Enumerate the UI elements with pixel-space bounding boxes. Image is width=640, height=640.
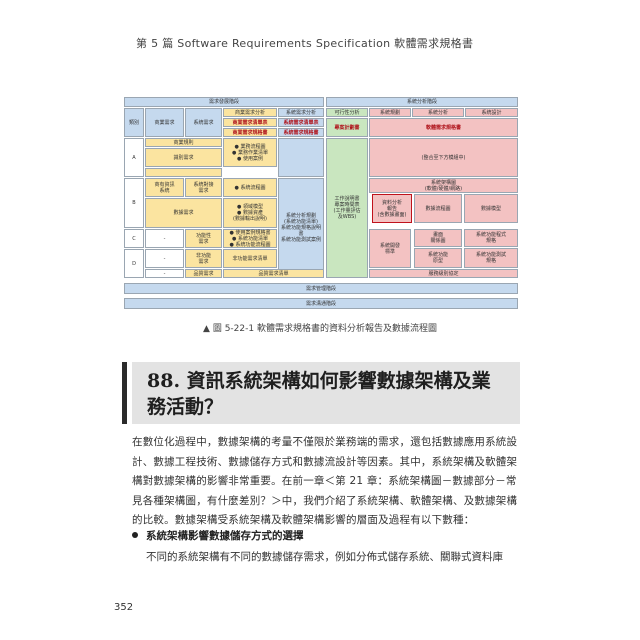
figure-cell: - — [145, 269, 184, 278]
figure-cell: ● 業務流程圖 ● 業務作業清單 ● 使用案例 — [223, 138, 277, 167]
figure-cell: 非功能需求清單 — [223, 249, 277, 268]
figure-cell — [278, 138, 324, 177]
figure-cell: 商有資訊 系統 — [145, 178, 184, 197]
figure-cell: 商業需求 — [145, 108, 184, 137]
figure-cell: ● 領域模型 ● 數據資產 (數據輸出說明) — [223, 198, 277, 228]
figure-cell: 商業規則 — [145, 138, 222, 147]
figure-cell: 畫面 關係圖 — [414, 229, 462, 247]
figure-cell: 非功能 需求 — [185, 249, 222, 268]
body-paragraph: 在數位化過程中，數據架構的考量不僅限於業務端的需求，還包括數據應用系統設計、數據… — [132, 436, 518, 526]
figure-cell: 系統需求 — [185, 108, 222, 137]
figure-cell — [145, 168, 222, 177]
figure-cell: 識別需求 — [145, 148, 222, 167]
figure-cell: 需求發展階段 — [124, 97, 324, 107]
figure-cell: (整合至下方模組中) — [369, 138, 518, 177]
figure-cell: ● 使用案例規格書 ● 系統功能清單 ● 系統功能流程圖 — [223, 229, 277, 248]
figure-cell: 系統分析 — [412, 108, 464, 117]
figure-cell: 系統需求分析 — [278, 108, 324, 117]
figure-cell: 需求管理階段 — [124, 283, 518, 294]
figure-cell: 系統功能 原型 — [414, 248, 462, 268]
figure-cell: 類別 — [124, 108, 144, 137]
figure-cell: 商業需求分析 — [223, 108, 277, 117]
figure-cell: 數據需求 — [145, 198, 222, 228]
figure-cell: 需求溝通階段 — [124, 298, 518, 309]
page-number: 352 — [114, 602, 134, 613]
figure-cell: 數據流程圖 — [414, 194, 462, 223]
figure-caption: ▲ 圖 5-22-1 軟體需求規格書的資料分析報告及數據流程圖 — [203, 324, 437, 334]
figure-cell: 系統功能程式 規格 — [464, 229, 518, 247]
figure-cell: 系統分析規劃 (系統功能清單) 系統功能規格說明書 系統功能測試案例 — [278, 178, 324, 278]
figure-cell: 品質需求清單 — [223, 269, 324, 278]
figure-cell: 系統開發 標準 — [369, 229, 411, 268]
figure-cell: 品質需求 — [185, 269, 222, 278]
figure-cell: B — [124, 178, 144, 228]
figure-cell: 商業需求清單表 — [223, 118, 277, 127]
figure-table: 需求發展階段系統分析階段類別商業需求系統需求商業需求分析系統需求分析可行性分析系… — [124, 97, 518, 311]
bullet-text: 系統架構影響數據儲存方式的選擇 — [146, 530, 304, 542]
figure-cell: 資料分析 報告 (含數據畫面) — [372, 194, 412, 223]
figure-cell: 工作說明書 專案時間表 (工作量評估 及WBS) — [326, 138, 368, 278]
figure-cell: 系統對接 需求 — [185, 178, 222, 197]
figure-cell: 功能性 需求 — [185, 229, 222, 248]
figure-cell: 可行性分析 — [326, 108, 368, 117]
figure-cell: 系統分析階段 — [326, 97, 518, 107]
figure-cell: 數據模型 — [464, 194, 518, 223]
figure-cell: 商業需求規格書 — [223, 128, 277, 137]
figure-cell: C — [124, 229, 144, 248]
figure-cell: 專案計劃書 — [326, 118, 368, 137]
bullet-dot-icon — [132, 532, 138, 538]
figure-cell: A — [124, 138, 144, 177]
figure-cell: 軟體需求規格書 — [369, 118, 518, 137]
figure-cell: 服務級別協定 — [369, 269, 518, 278]
question-bar — [122, 362, 127, 424]
figure-cell: 系統需求規格書 — [278, 128, 324, 137]
question-title: 88. 資訊系統架構如何影響數據架構及業務活動？ — [147, 370, 491, 418]
figure-cell: 系統需求清單表 — [278, 118, 324, 127]
figure-cell: 系統架構圖 (軟體/硬體/網路) — [369, 178, 518, 193]
figure-cell: - — [145, 229, 184, 248]
figure-cell: ● 系統流程圖 — [223, 178, 277, 197]
bullet-item: 系統架構影響數據儲存方式的選擇 — [132, 528, 304, 543]
figure-cell: 系統功能測試 規格 — [464, 248, 518, 268]
figure-cell: 系統設計 — [465, 108, 518, 117]
figure-cell: D — [124, 249, 144, 278]
figure-cell: - — [145, 249, 184, 268]
running-header: 第 5 篇 Software Requirements Specificatio… — [136, 37, 474, 50]
figure-cell: 系統規劃 — [369, 108, 411, 117]
bullet-subtext: 不同的系統架構有不同的數據儲存需求，例如分佈式儲存系統、關聯式資料庫 — [146, 551, 503, 563]
question-box — [132, 362, 520, 424]
